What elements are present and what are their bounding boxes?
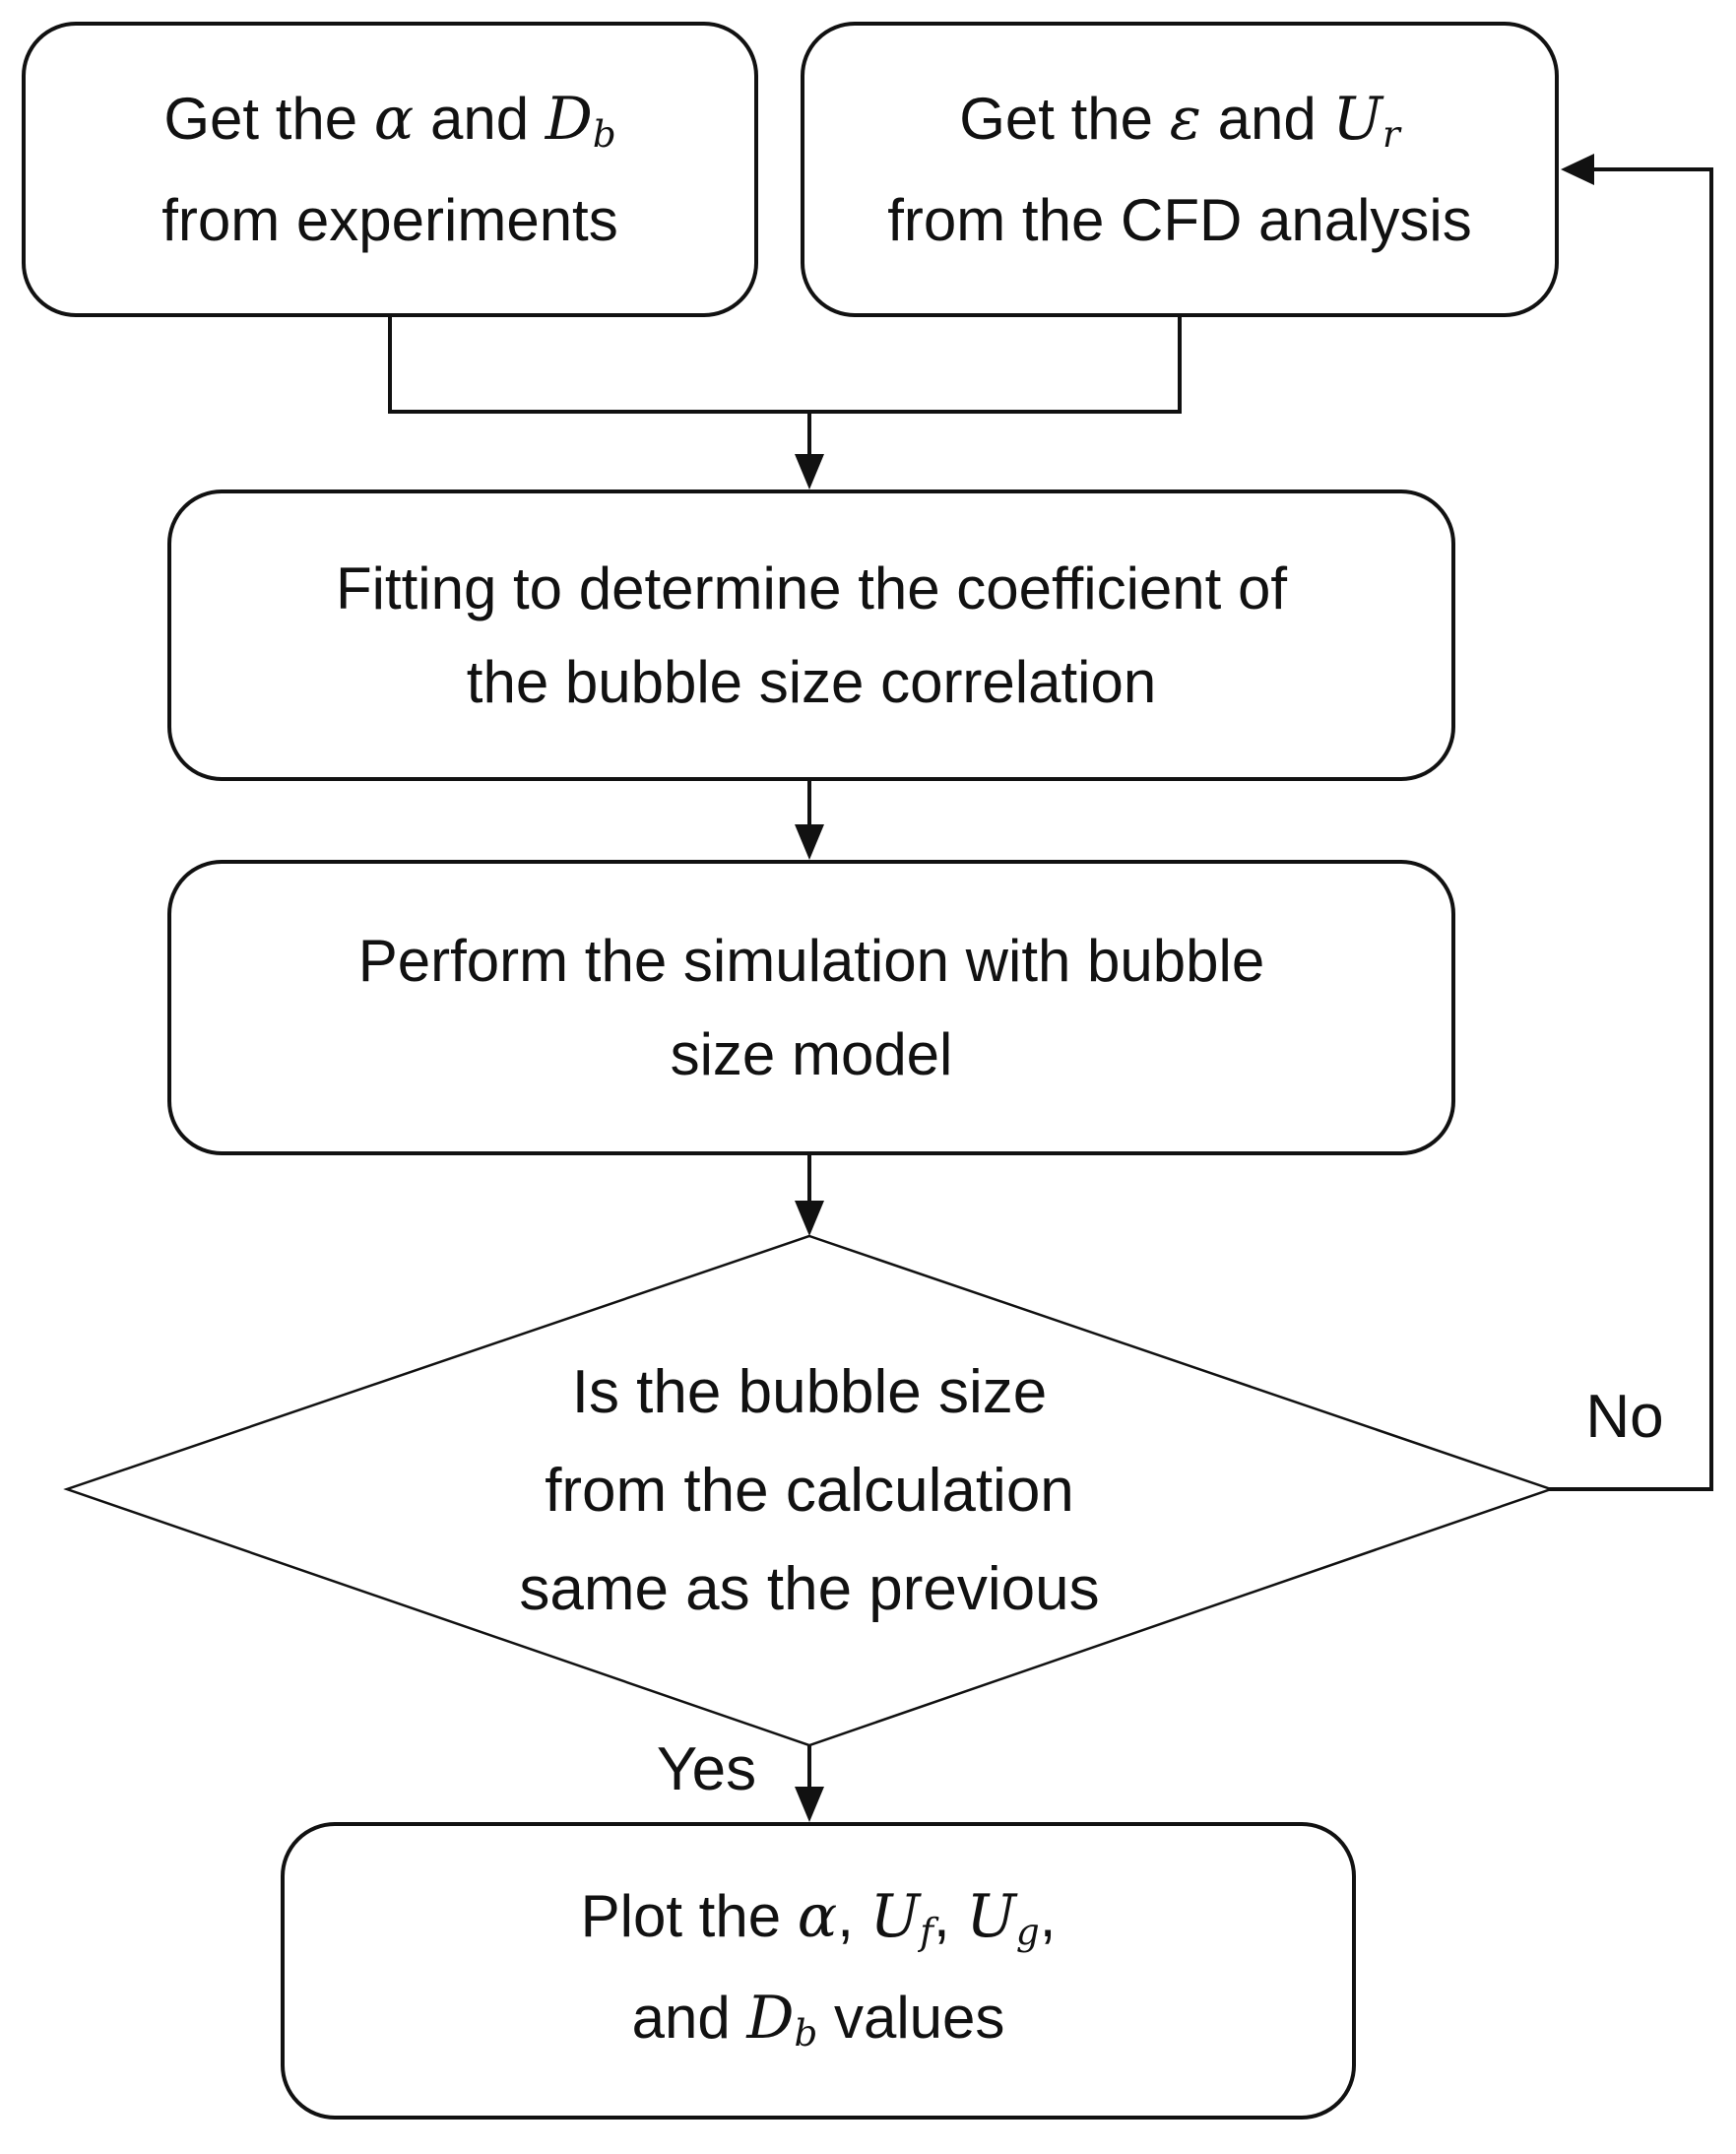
alpha-symbol: α bbox=[373, 85, 415, 154]
branch-label-no: No bbox=[1585, 1383, 1664, 1451]
node-get-cfd: Get the ε and Ur from the CFD analysis bbox=[801, 22, 1559, 317]
node-get-cfd-line2: from the CFD analysis bbox=[887, 187, 1472, 253]
node-perform-simulation: Perform the simulation with bubble size … bbox=[167, 860, 1455, 1155]
decision-line2: from the calculation bbox=[545, 1456, 1074, 1525]
Db-symbol: D bbox=[746, 1984, 795, 2053]
node-perform-line2: size model bbox=[670, 1021, 953, 1087]
arrowhead-into-plot-icon bbox=[795, 1787, 824, 1822]
epsilon-symbol: ε bbox=[1169, 85, 1201, 154]
node-get-experiments-line1: Get the α and Db bbox=[163, 85, 616, 157]
node-plot-line2: and Db values bbox=[631, 1984, 1005, 2056]
arrowhead-into-fitting-icon bbox=[795, 454, 824, 490]
alpha-symbol: α bbox=[797, 1882, 838, 1951]
arrowhead-into-perform-icon bbox=[795, 824, 824, 860]
decision-line1: Is the bubble size bbox=[571, 1357, 1048, 1426]
decision-question: Is the bubble size from the calculation … bbox=[120, 1236, 1499, 1745]
node-get-experiments: Get the α and Db from experiments bbox=[22, 22, 758, 317]
arrowhead-into-cfd-icon bbox=[1561, 154, 1594, 185]
decision-diamond bbox=[63, 1234, 1555, 1747]
Db-symbol: D bbox=[545, 85, 593, 154]
node-fitting-line2: the bubble size correlation bbox=[466, 649, 1157, 715]
node-fitting-line1: Fitting to determine the coefficient of bbox=[335, 555, 1288, 621]
branch-label-yes: Yes bbox=[656, 1735, 757, 1803]
Uf-symbol: U bbox=[869, 1882, 921, 1951]
node-get-cfd-line1: Get the ε and Ur bbox=[959, 85, 1400, 157]
arrowhead-into-decision-icon bbox=[795, 1201, 824, 1236]
decision-line3: same as the previous bbox=[519, 1554, 1100, 1623]
node-fitting: Fitting to determine the coefficient of … bbox=[167, 490, 1455, 781]
Ur-symbol: U bbox=[1332, 85, 1382, 154]
Ug-symbol: U bbox=[966, 1882, 1016, 1951]
node-perform-line1: Perform the simulation with bubble bbox=[357, 928, 1265, 994]
node-plot-line1: Plot the α, Uf, Ug, bbox=[580, 1882, 1057, 1954]
node-plot-values: Plot the α, Uf, Ug, and Db values bbox=[281, 1822, 1356, 2120]
node-get-experiments-line2: from experiments bbox=[161, 187, 618, 253]
